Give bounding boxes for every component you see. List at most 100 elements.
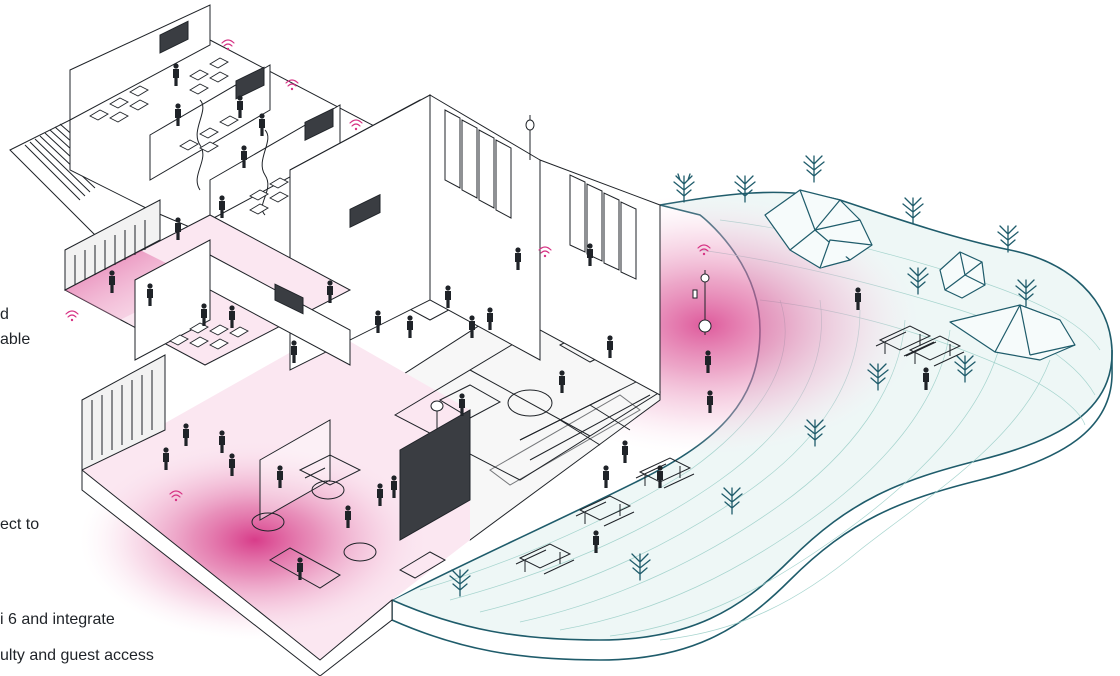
picnic-table-icon — [875, 325, 935, 357]
person-icon — [219, 195, 225, 218]
person-icon — [593, 530, 599, 553]
side-text-line-4: i 6 and integrate — [0, 611, 115, 628]
building-windows — [444, 109, 637, 280]
wifi-access-points — [65, 39, 552, 502]
lamp-post-icon — [692, 270, 712, 335]
lounge — [81, 354, 471, 589]
person-icon — [229, 453, 235, 476]
person-icon — [147, 283, 153, 306]
picnic-tables — [515, 325, 965, 575]
person-icon — [705, 350, 711, 373]
tree-icon — [907, 267, 929, 295]
person-icon — [407, 315, 413, 338]
person-icon — [559, 370, 565, 393]
bench — [269, 547, 341, 589]
person-icon — [391, 475, 397, 498]
side-text-line-2: able — [0, 331, 31, 348]
picnic-table-icon — [575, 495, 635, 527]
basketball-hoop-icon — [430, 400, 444, 448]
person-icon — [175, 217, 181, 240]
person-icon — [219, 430, 225, 453]
person-icon — [345, 505, 351, 528]
person-icon — [707, 390, 713, 413]
person-icon — [175, 103, 181, 126]
wifi-icon — [697, 244, 711, 256]
person-icon — [855, 287, 861, 310]
tree-icon — [902, 197, 924, 225]
person-icon — [487, 307, 493, 330]
person-icon — [657, 465, 663, 488]
round-table — [251, 512, 285, 532]
tree-icon — [449, 569, 471, 597]
person-icon — [607, 335, 613, 358]
wifi-icon — [221, 39, 235, 51]
rock-icon — [764, 189, 873, 269]
picnic-table-icon — [635, 457, 695, 489]
tree-icon — [721, 487, 743, 515]
person-icon — [327, 280, 333, 303]
trees — [449, 155, 1037, 597]
person-icon — [201, 303, 207, 326]
tree-icon — [1015, 279, 1037, 307]
tree-icon — [803, 155, 825, 183]
people — [109, 63, 929, 580]
tv-screen-icon — [235, 66, 265, 100]
side-text-line-1: d — [0, 306, 9, 323]
bench — [398, 551, 447, 579]
person-icon — [622, 440, 628, 463]
rocks — [764, 189, 1076, 361]
round-table — [343, 542, 377, 562]
person-icon — [291, 340, 297, 363]
wifi-icon — [65, 310, 79, 322]
lounge-coverage-zone — [80, 440, 430, 640]
sofa — [298, 454, 362, 486]
left-mid-room — [63, 199, 352, 366]
person-icon — [375, 310, 381, 333]
display-wall — [399, 409, 471, 541]
person-icon — [923, 367, 929, 390]
tv-screen-icon — [304, 107, 334, 141]
person-icon — [603, 465, 609, 488]
side-text-line-5: ulty and guest access — [0, 647, 154, 664]
tall-building — [289, 94, 661, 396]
locker-doors — [74, 220, 146, 285]
tv-screen-icon — [274, 283, 304, 315]
tv-screen-icon — [349, 193, 381, 229]
tree-icon — [954, 355, 976, 383]
upper-desks — [89, 57, 289, 215]
person-icon — [163, 447, 169, 470]
person-icon — [109, 270, 115, 293]
person-icon — [377, 483, 383, 506]
rock-icon — [939, 251, 986, 299]
tree-icon — [804, 419, 826, 447]
person-icon — [297, 557, 303, 580]
person-icon — [445, 285, 451, 308]
person-icon — [241, 145, 247, 168]
picnic-table-icon — [515, 543, 575, 575]
person-icon — [229, 305, 235, 328]
tv-screen-icon — [159, 20, 189, 54]
person-icon — [587, 243, 593, 266]
wifi-icon — [349, 119, 363, 131]
tree-icon — [734, 175, 756, 203]
tree-icon — [997, 225, 1019, 253]
tent-icon — [949, 304, 1076, 361]
side-text-line-3: ect to — [0, 516, 40, 533]
person-icon — [183, 423, 189, 446]
person-icon — [237, 95, 243, 118]
tree-icon — [867, 363, 889, 391]
person-icon — [173, 63, 179, 86]
person-icon — [515, 247, 521, 270]
person-icon — [459, 393, 465, 416]
round-table — [311, 480, 345, 500]
outdoor-field-edge — [391, 350, 1113, 661]
picnic-table-icon — [905, 335, 965, 367]
wifi-icon — [285, 79, 299, 91]
tree-icon — [629, 553, 651, 581]
locker-doors — [91, 370, 153, 460]
tree-icon — [673, 173, 695, 203]
wifi-icon — [538, 246, 552, 258]
person-icon — [277, 465, 283, 488]
person-icon — [469, 315, 475, 338]
